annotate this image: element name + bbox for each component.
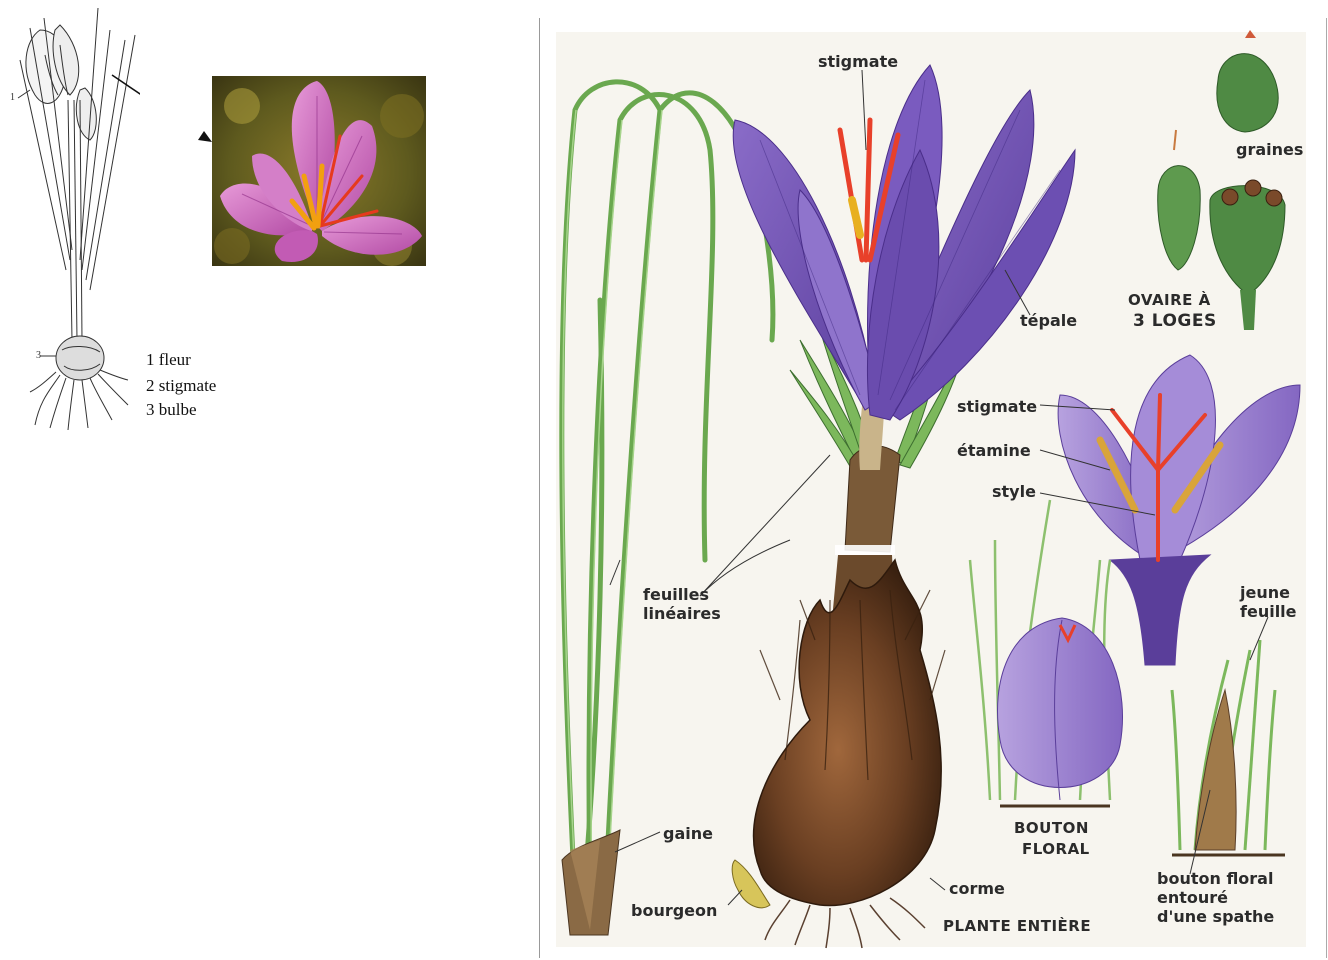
label-bouton-line1: BOUTON [1014,819,1089,838]
label-spathe-line2: entouré [1157,888,1228,907]
label-spathe-line1: bouton floral [1157,869,1273,888]
label-graines: graines [1236,140,1303,159]
label-stigmate-mid: stigmate [957,397,1037,416]
label-style: style [992,482,1036,501]
label-stigmate-top: stigmate [818,52,898,71]
label-corme: corme [949,879,1005,898]
label-jeune-line2: feuille [1240,602,1297,621]
label-bouton-line2: FLORAL [1022,840,1090,859]
label-spathe-line3: d'une spathe [1157,907,1274,926]
label-jeune-line1: jeune [1240,583,1290,602]
label-etamine: étamine [957,441,1031,460]
label-plante-entiere: PLANTE ENTIÈRE [943,917,1091,936]
label-gaine: gaine [663,824,713,843]
label-ovaire-line2: 3 LOGES [1133,312,1217,331]
label-feuilles-line2: linéaires [643,604,721,623]
label-feuilles-line1: feuilles [643,585,709,604]
label-ovaire-line1: OVAIRE À [1128,291,1211,310]
label-bourgeon: bourgeon [631,901,717,920]
label-tepale: tépale [1020,311,1077,330]
